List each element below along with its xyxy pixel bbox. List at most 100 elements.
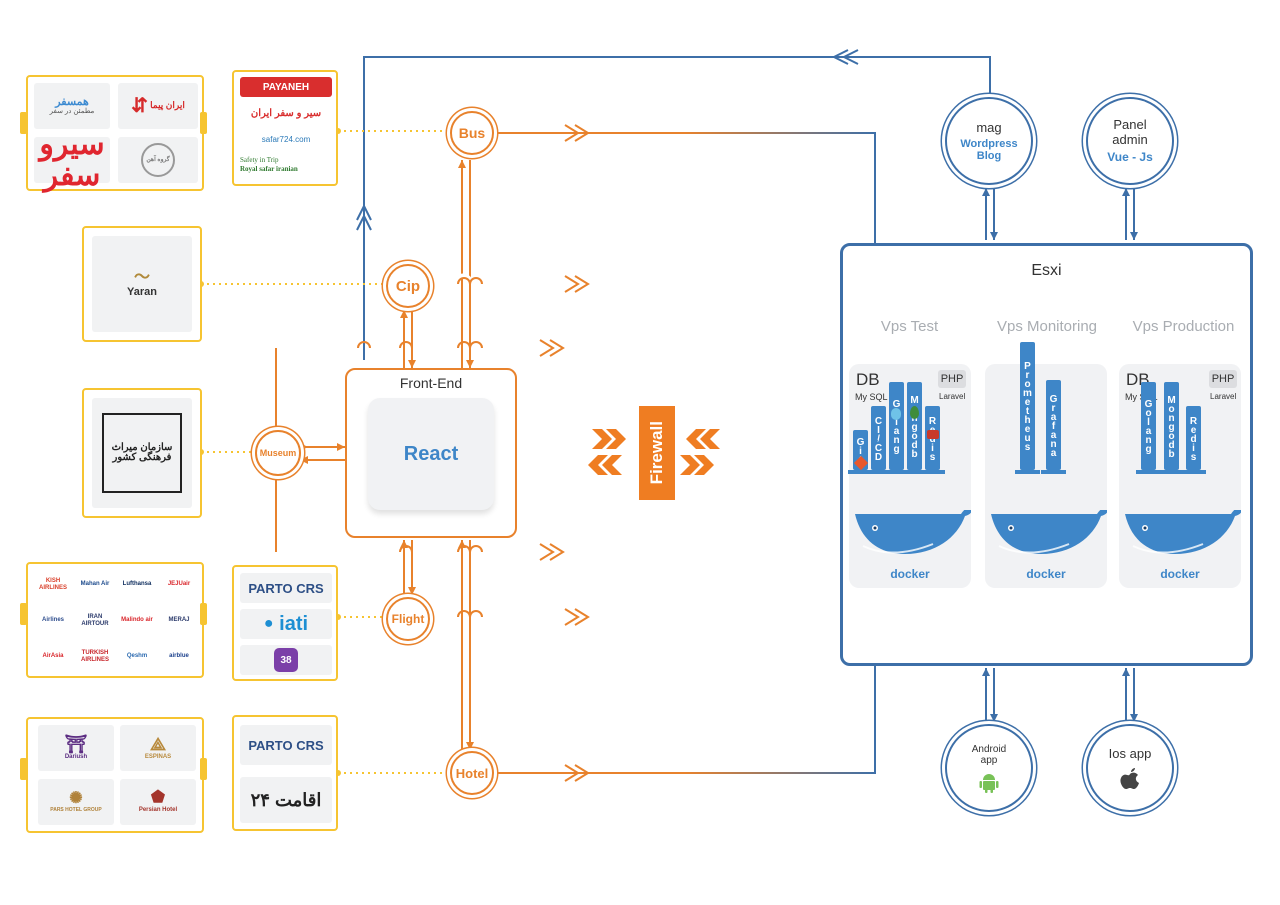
line-hop <box>357 341 371 349</box>
bus-node[interactable]: Bus <box>450 111 494 155</box>
php-sub: Laravel <box>939 392 966 401</box>
cultural-heritage-logo: سازمان میراث فرهنگی کشور <box>92 398 192 508</box>
chev <box>574 764 590 782</box>
vps-monitoring-card[interactable]: ✹ Prometheus Grafana docker <box>985 342 1107 588</box>
payaneh-logo: PAYANEH <box>240 77 332 97</box>
db-label: DB <box>856 370 880 389</box>
chevron-icon <box>700 429 720 449</box>
flight-node[interactable]: Flight <box>386 597 430 641</box>
docker-label: docker <box>1026 567 1066 581</box>
bus-a-connector <box>20 112 27 134</box>
chevron-icon <box>592 429 612 449</box>
bus-line <box>494 132 876 243</box>
stack-mongodb: Mongodb <box>902 382 927 474</box>
line-hop <box>457 277 483 285</box>
airline-logo: AirAsia <box>33 640 73 673</box>
vps-production-title: Vps Production <box>1132 318 1235 335</box>
return-loop-up-arrow <box>356 203 372 221</box>
three-eight-logo: 38 <box>240 645 332 675</box>
php-badge: PHP <box>1209 370 1237 388</box>
museum-provider: سازمان میراث فرهنگی کشور <box>82 388 202 518</box>
airline-logo: Malindo air <box>117 604 157 637</box>
yaran-logo: 〜Yaran <box>92 236 192 332</box>
docker-whale-icon <box>991 510 1107 554</box>
chev <box>574 608 590 626</box>
frontend-box: Front-End React <box>345 368 517 538</box>
cicd-icon: ∞ <box>871 436 879 448</box>
chevron-icon <box>694 455 714 475</box>
chevron-icon <box>606 429 626 449</box>
react-card[interactable]: React <box>368 398 494 510</box>
airline-logo: Qeshm <box>117 640 157 673</box>
return-loop-arrow <box>831 49 849 65</box>
return-loop-up-arrow <box>356 213 372 231</box>
hotel-connector <box>20 758 27 780</box>
chevron-icon <box>680 455 700 475</box>
bus-a-connector <box>200 112 207 134</box>
airline-logo: MERAJ <box>159 604 199 637</box>
chev <box>549 543 565 561</box>
espinas-logo: ⟁ESPINAS <box>120 725 196 771</box>
return-loop-arrow <box>841 49 859 65</box>
vps-production-card[interactable]: DB My SQL PHP Laravel Golang Mongodb Red… <box>1119 364 1241 588</box>
android-icon <box>979 773 999 793</box>
flight-connector <box>20 603 27 625</box>
docker-whale-icon <box>1125 510 1241 554</box>
redis-icon <box>927 430 939 439</box>
chev <box>539 339 555 357</box>
chev <box>574 275 590 293</box>
airline-logo: JEJUair <box>159 568 199 601</box>
chevron-icon <box>686 429 706 449</box>
hotel-providers: ⛩Dariush ⟁ESPINAS ✺PARS HOTEL GROUP ⬟Per… <box>26 717 204 833</box>
parto-crs-logo: PARTO CRS <box>240 725 332 765</box>
stack-golang: Golang <box>884 382 909 474</box>
flight-crs: PARTO CRS ● iati 38 <box>232 565 338 681</box>
vps-monitoring-title: Vps Monitoring <box>996 318 1098 335</box>
stack-cicd: CI/CD <box>866 406 891 474</box>
dariush-logo: ⛩Dariush <box>38 725 114 771</box>
parto-crs-logo: PARTO CRS <box>240 573 332 603</box>
panel-admin-node[interactable]: Panel admin Vue - Js <box>1086 97 1174 185</box>
php-badge: PHP <box>938 370 966 388</box>
flight-connector <box>200 603 207 625</box>
airline-logo: Lufthansa <box>117 568 157 601</box>
airline-logo: KISH AIRLINES <box>33 568 73 601</box>
hotel-line <box>494 666 876 774</box>
firewall: Firewall <box>639 406 675 500</box>
docker-label: docker <box>890 567 930 581</box>
ios-app-node[interactable]: Ios app <box>1086 724 1174 812</box>
stack-golang: Golang <box>1136 382 1161 474</box>
return-loop-line <box>363 56 991 360</box>
esxi-title: Esxi <box>1031 262 1062 279</box>
mag-node[interactable]: mag Wordpress Blog <box>945 97 1033 185</box>
apple-icon <box>1120 767 1139 789</box>
mongodb-icon <box>910 406 919 419</box>
vps-test-card[interactable]: DB My SQL PHP Laravel Git CI/CD Golang M… <box>848 364 971 588</box>
chevron-icon <box>588 455 608 475</box>
bus-providers-b: PAYANEH سیر و سفر ایران safar724.com Saf… <box>232 70 338 186</box>
docker-label: docker <box>1160 567 1200 581</box>
eghamat24-logo: اقامت ۲۴ <box>240 777 332 823</box>
gopher-icon <box>891 408 901 420</box>
hotel-connector <box>200 758 207 780</box>
airline-logo: Mahan Air <box>75 568 115 601</box>
firewall-chevrons <box>588 429 720 475</box>
hotel-node[interactable]: Hotel <box>450 751 494 795</box>
android-app-node[interactable]: Android app <box>945 724 1033 812</box>
airline-logo: airblue <box>159 640 199 673</box>
cip-node[interactable]: Cip <box>386 264 430 308</box>
db-sub: My SQL <box>855 392 888 402</box>
stack-grafana: Grafana <box>1041 380 1066 474</box>
persian-hotel-logo: ⬟Persian Hotel <box>120 779 196 825</box>
seir-safar-iran-logo: سیر و سفر ایران <box>240 102 332 124</box>
safar724-logo: safar724.com <box>240 128 332 150</box>
docker-whale-icon <box>855 510 971 554</box>
museum-node[interactable]: Museum <box>255 430 301 476</box>
line-hop <box>399 341 413 349</box>
chev <box>549 339 565 357</box>
vps-test-title: Vps Test <box>880 318 939 335</box>
